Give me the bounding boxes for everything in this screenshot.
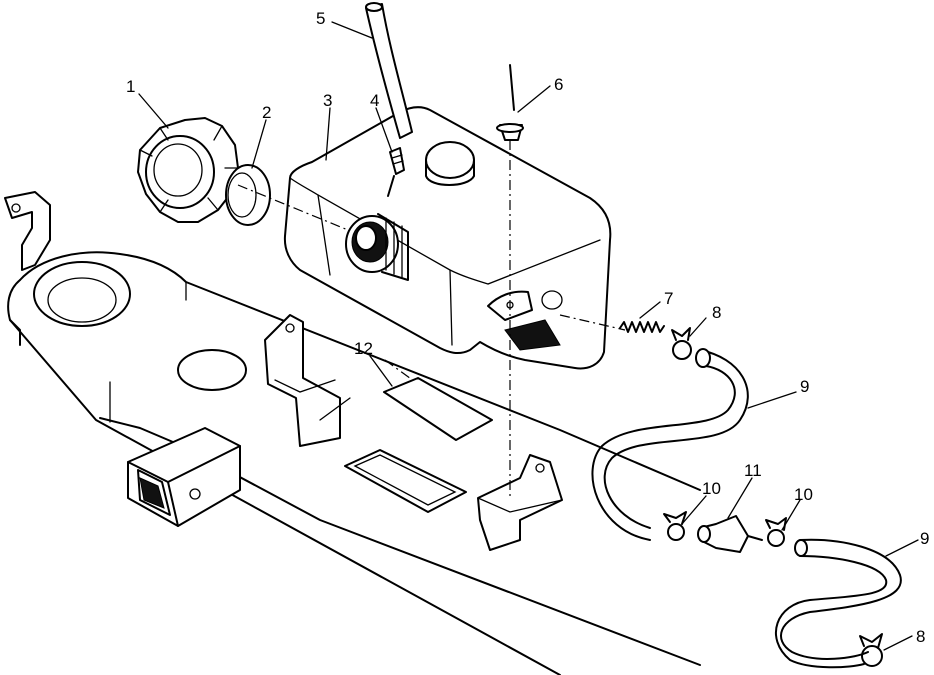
hose-clamp-a (663, 511, 687, 541)
callout-1: 1 (126, 77, 135, 96)
decal-plate (383, 377, 493, 441)
callout-labels: 1 2 3 4 5 6 7 8 9 10 10 11 9 8 12 (126, 9, 929, 646)
callout-11: 11 (744, 461, 762, 480)
callout-8-upper: 8 (712, 303, 721, 322)
frame-rack (4, 191, 701, 675)
callout-3: 3 (323, 91, 332, 110)
callout-10-right: 10 (794, 485, 813, 504)
hose-clamp-upper (671, 327, 692, 360)
callout-6: 6 (554, 75, 563, 94)
fuel-cap (137, 117, 239, 223)
cap-gasket (225, 164, 271, 226)
fuel-line-upper (591, 348, 749, 541)
callout-7: 7 (664, 289, 673, 308)
hose-clamp-b (765, 517, 787, 547)
callout-5: 5 (316, 9, 325, 28)
callout-2: 2 (262, 103, 271, 122)
fuel-gauge (496, 64, 524, 141)
hose-clamp-lower (859, 633, 883, 667)
callout-12: 12 (354, 339, 373, 358)
leader-lines (138, 21, 919, 651)
fuel-line-lower (774, 538, 902, 669)
callout-8-lower: 8 (916, 627, 925, 646)
inline-filter (697, 515, 763, 553)
fuel-tank (283, 106, 612, 370)
vent-fitting (387, 147, 405, 197)
callout-9-lower: 9 (920, 529, 929, 548)
callout-10-left: 10 (702, 479, 721, 498)
vent-hose (365, 2, 413, 139)
callout-9-upper: 9 (800, 377, 809, 396)
callout-4: 4 (370, 91, 379, 110)
spring (619, 321, 665, 333)
